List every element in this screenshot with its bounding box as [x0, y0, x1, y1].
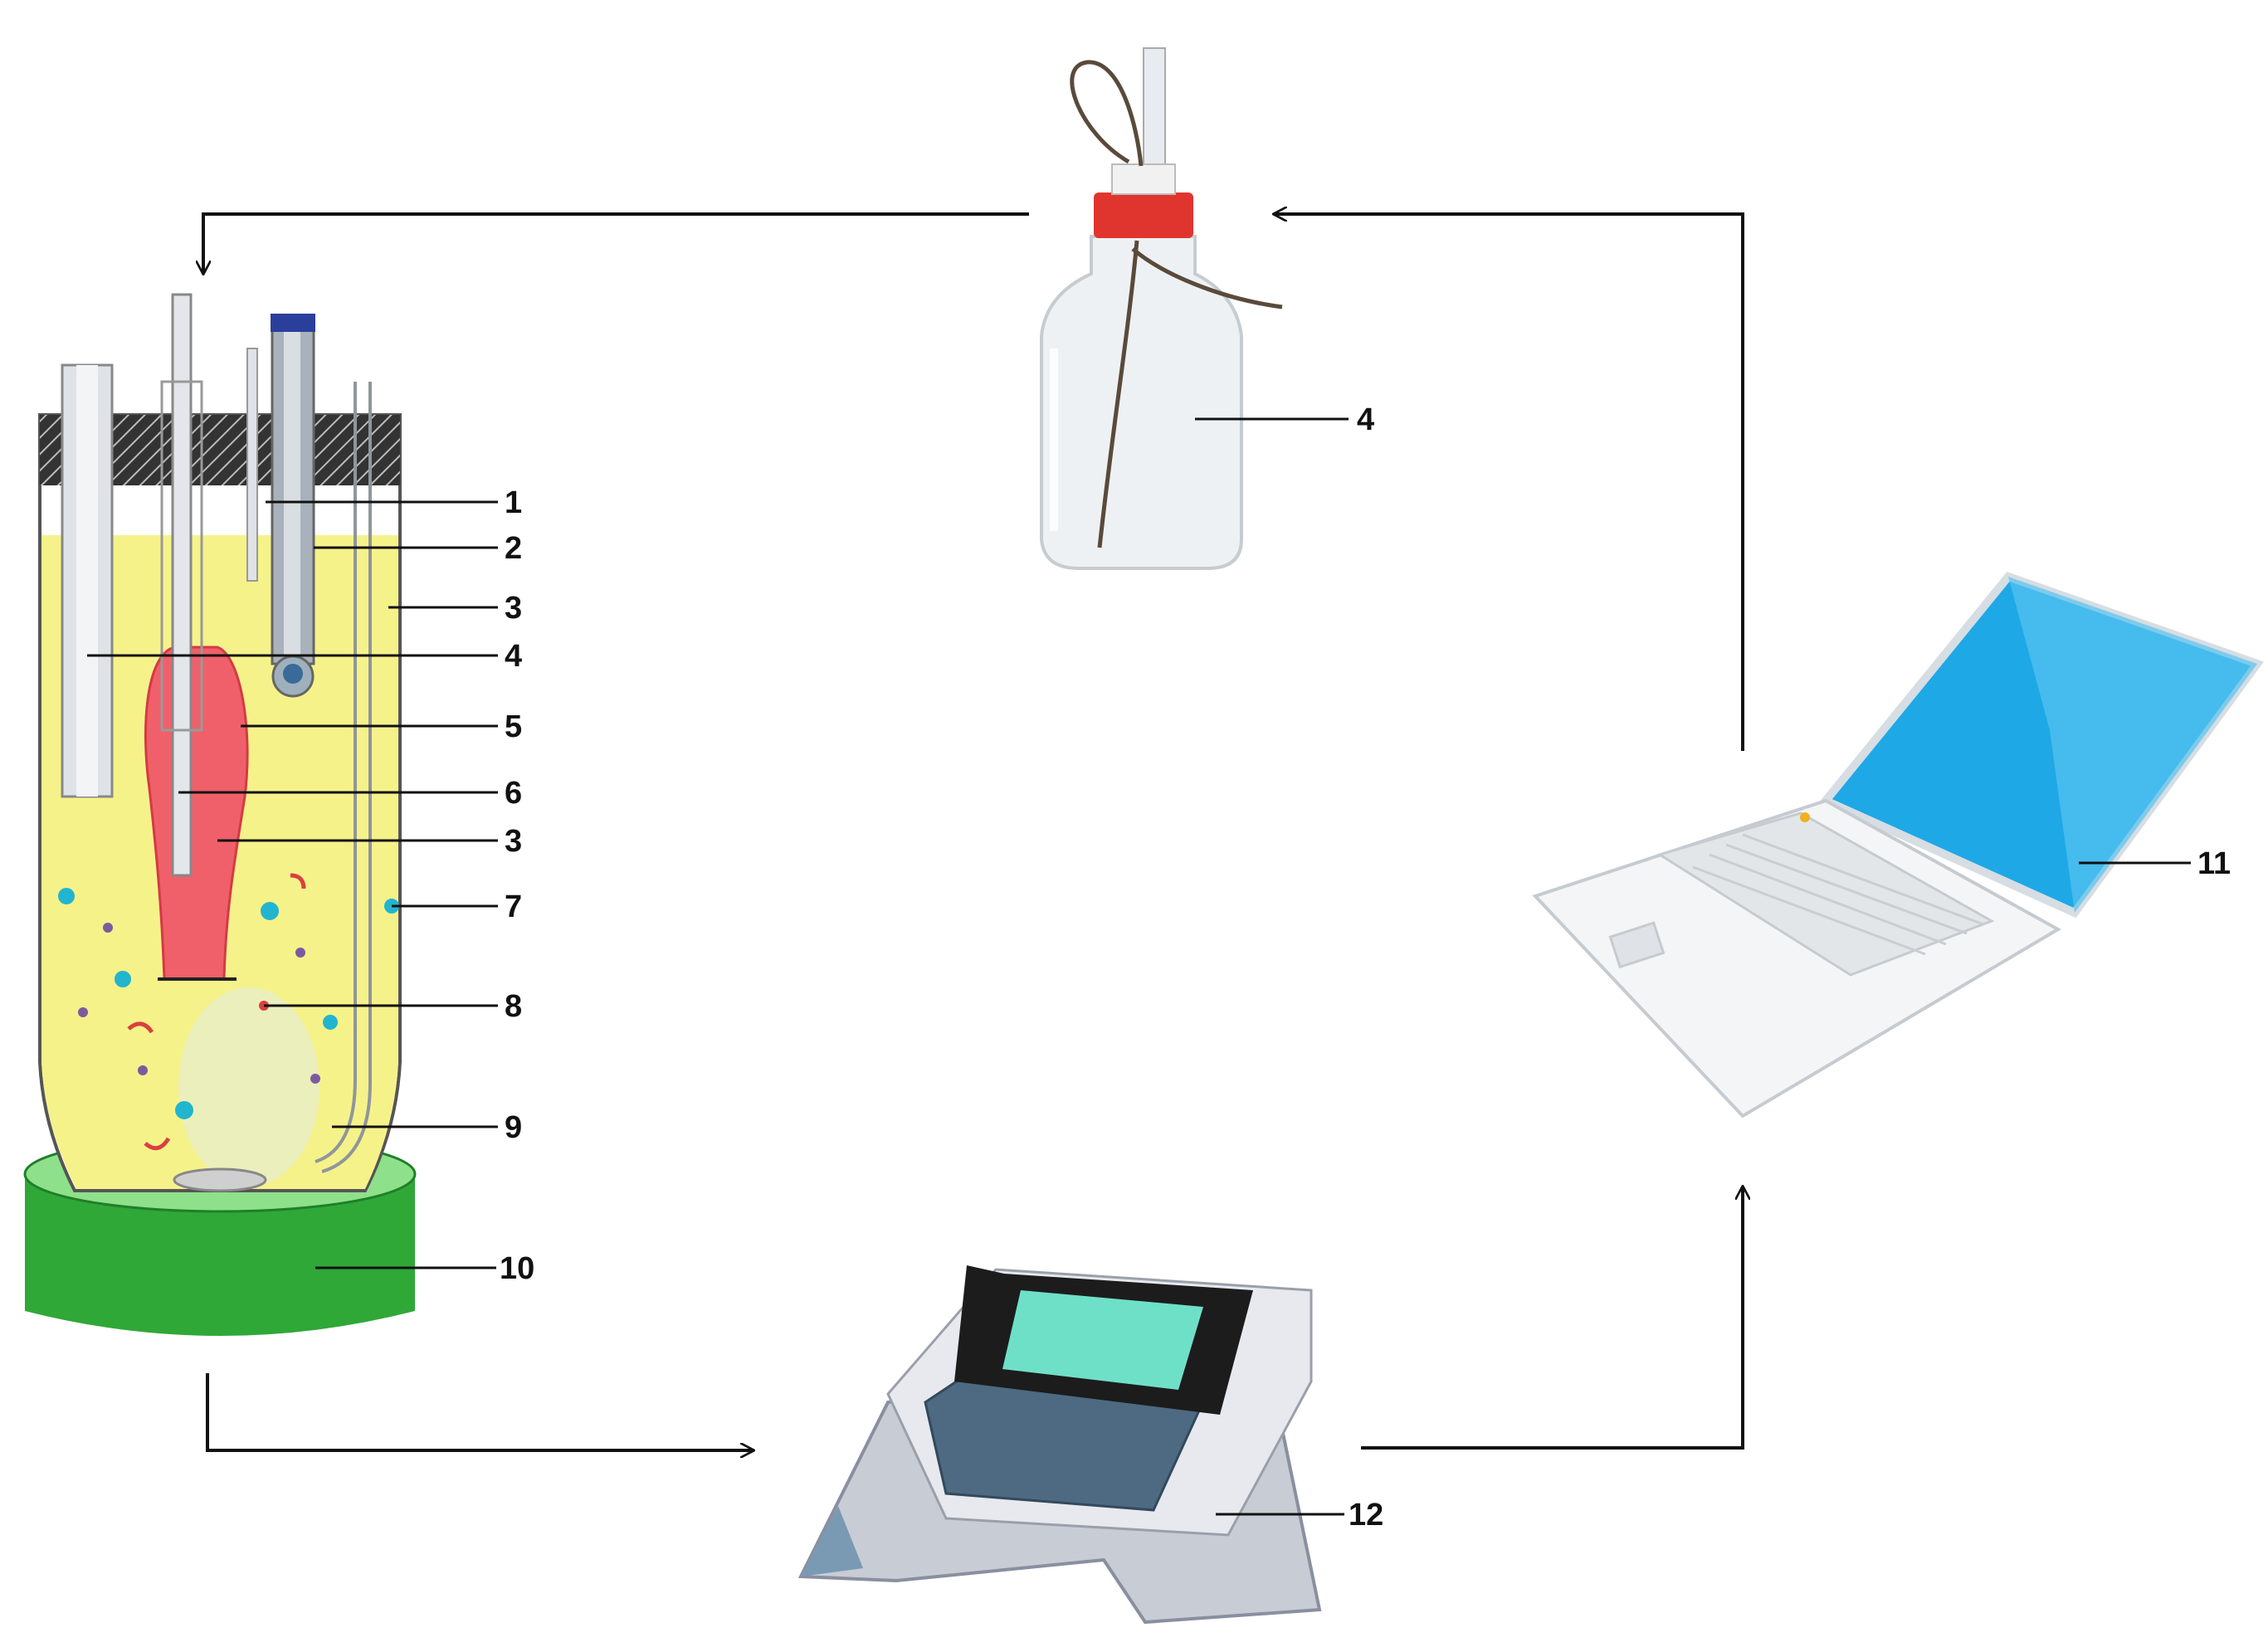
laptop-touchpad [1608, 921, 1666, 969]
gas-bubbles [178, 987, 319, 1187]
callout-4b: 4 [1357, 402, 1374, 437]
reference-electrode [271, 314, 315, 698]
callout-11: 11 [2197, 846, 2231, 881]
microbial-particles [58, 873, 399, 1151]
callout-labels: 1 2 3 4 5 6 3 7 8 9 10 4 11 12 [500, 402, 2231, 1533]
callout-8: 8 [505, 989, 522, 1024]
callout-6: 6 [505, 776, 522, 811]
meter-display [1002, 1290, 1203, 1390]
working-electrode-rod [160, 293, 203, 877]
flow-arrows [203, 214, 1743, 1450]
gas-inlet-tube [246, 348, 258, 582]
bottle-tubing [1070, 60, 1283, 548]
leader-lines [87, 417, 2191, 1516]
laptop [1532, 572, 2265, 1118]
sparger-tube [315, 382, 372, 1173]
laptop-base [1532, 798, 2062, 1118]
callout-7: 7 [505, 889, 522, 924]
callout-1: 1 [505, 485, 522, 520]
bottle-cap [1094, 192, 1193, 238]
feed-bottle [1040, 47, 1283, 570]
callout-10: 10 [500, 1251, 534, 1286]
sampling-port [61, 363, 114, 798]
callout-4: 4 [505, 639, 522, 674]
callout-5: 5 [505, 709, 522, 744]
callout-3b: 3 [505, 824, 522, 859]
stir-bar [173, 1167, 267, 1192]
arrow-meter-to-laptop [1361, 1187, 1743, 1450]
callout-3: 3 [505, 591, 522, 626]
reactor [23, 293, 417, 1336]
callout-9: 9 [505, 1110, 522, 1145]
arrow-laptop-to-bottle [1274, 214, 1744, 751]
ph-meter [797, 1265, 1322, 1625]
callout-12: 12 [1349, 1498, 1383, 1533]
arrow-reactor-to-meter [206, 1373, 754, 1450]
laptop-keyboard [1656, 811, 1995, 977]
callout-2: 2 [505, 531, 522, 566]
arrow-bottle-to-reactor [203, 212, 1029, 274]
